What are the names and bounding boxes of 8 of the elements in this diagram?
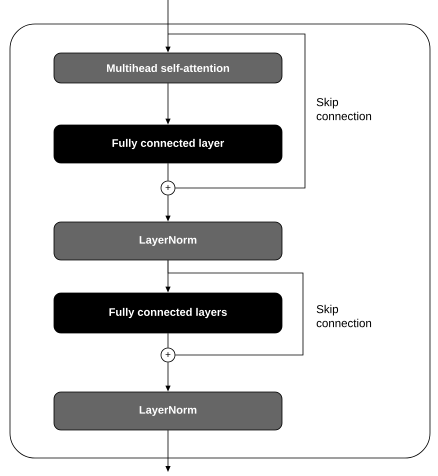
skip-label: Skip connection [316,304,372,328]
block-frame [10,24,430,458]
layer-box: LayerNorm [54,392,282,430]
skip-label: Skip connection [316,98,372,120]
layer-box: Fully connected layers [54,292,282,334]
layer-box: Multihead self-attention [54,52,282,84]
layer-box: LayerNorm [54,222,282,260]
layer-box: Fully connected layer [54,124,282,164]
